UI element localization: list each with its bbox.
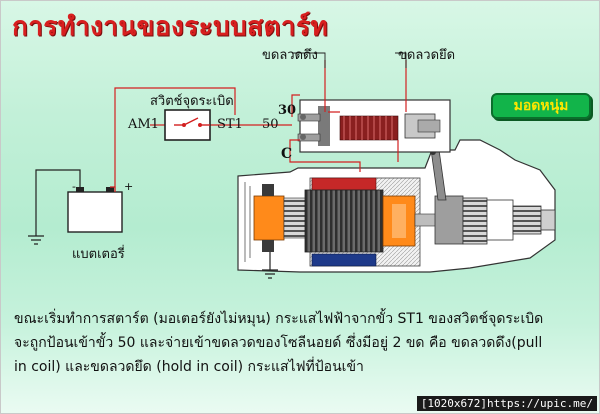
pinion-drive xyxy=(414,195,556,245)
field-magnets xyxy=(311,177,377,267)
motor-ground xyxy=(262,252,278,279)
pull-in-coil-label: ขดลวดดึง xyxy=(262,48,318,63)
label-pointers xyxy=(292,52,407,68)
battery-label: แบตเตอรี่ xyxy=(72,247,125,262)
terminal-c-label: C xyxy=(281,146,293,162)
wiring xyxy=(114,60,407,192)
description-line-2: จะถูกป้อนเข้าขั้ว 50 และจ่ายเข้าขดลวดของ… xyxy=(14,335,543,351)
page-title: การทำงานของระบบสตาร์ท xyxy=(12,12,329,42)
battery-plus-label: + xyxy=(124,180,134,193)
description-text: ขณะเริ่มทำการสตาร์ต (มอเตอร์ยังไม่หมุน) … xyxy=(14,307,586,379)
ignition-switch xyxy=(164,109,211,141)
mode-button[interactable]: มอดหนุ่ม xyxy=(491,93,591,119)
st1-label: ST1 xyxy=(217,117,243,132)
am1-label: AM1 xyxy=(128,117,159,132)
terminal-bolts xyxy=(297,113,321,142)
terminal-30-label: 30 xyxy=(278,103,297,118)
armature xyxy=(304,189,416,253)
battery xyxy=(28,169,123,245)
battery-minus-label: - xyxy=(72,180,76,193)
ignition-switch-label: สวิตช์จุดระเบิด xyxy=(150,94,234,109)
terminal-50-label: 50 xyxy=(262,117,279,132)
source-watermark: [1020x672]https://upic.me/ xyxy=(416,396,597,411)
description-line-3: in coil) และขดลวดยึด (hold in coil) กระแ… xyxy=(14,359,364,375)
hold-in-coil-label: ขดลวดยึด xyxy=(398,48,456,63)
description-line-1: ขณะเริ่มทำการสตาร์ต (มอเตอร์ยังไม่หมุน) … xyxy=(14,311,544,327)
hold-in-coil xyxy=(339,115,399,141)
